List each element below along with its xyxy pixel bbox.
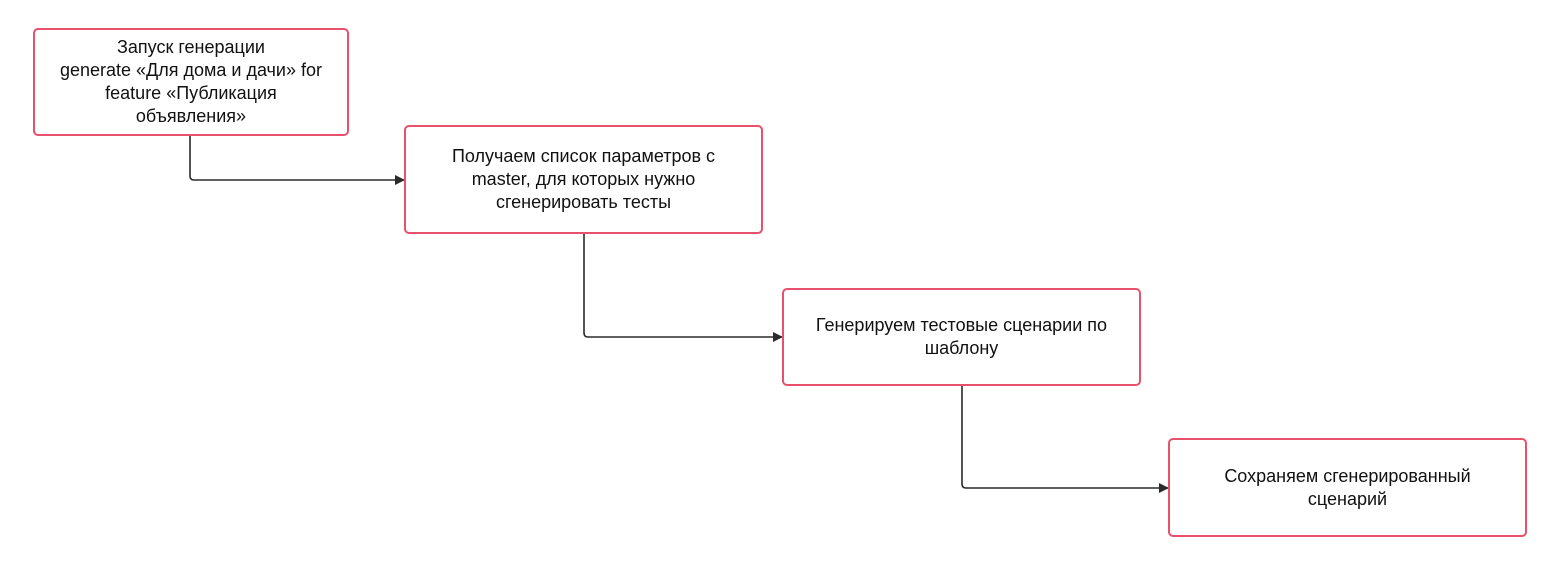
edge-n1-n2 xyxy=(189,136,405,185)
node-start-generation-label: Запуск генерации generate «Для дома и да… xyxy=(59,37,323,126)
node-save-scenario: Сохраняем сгенерированный сценарий xyxy=(1168,438,1527,537)
node-get-parameters-label: Получаем список параметров с master, для… xyxy=(451,146,716,212)
edge-n3-n4 xyxy=(961,386,1169,493)
edge-n2-n3 xyxy=(583,234,783,342)
node-save-scenario-label: Сохраняем сгенерированный сценарий xyxy=(1224,465,1471,509)
node-generate-scenarios: Генерируем тестовые сценарии по шаблону xyxy=(782,288,1141,386)
node-generate-scenarios-label: Генерируем тестовые сценарии по шаблону xyxy=(815,315,1108,358)
node-get-parameters: Получаем список параметров с master, для… xyxy=(404,125,763,234)
node-start-generation: Запуск генерации generate «Для дома и да… xyxy=(33,28,349,136)
